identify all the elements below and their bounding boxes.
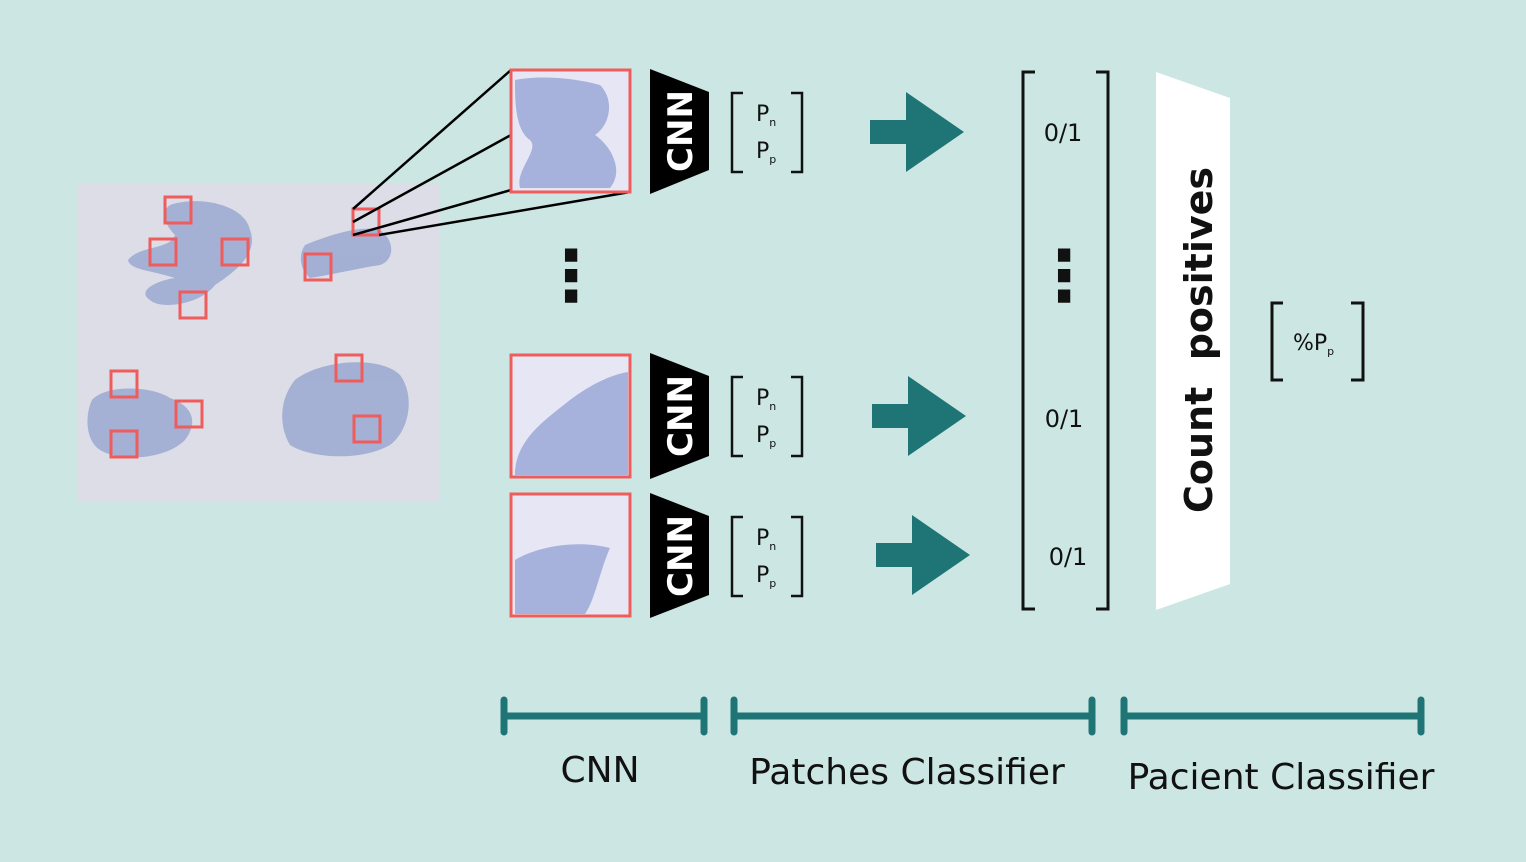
probability-vector-3 bbox=[730, 515, 804, 598]
result-label: %Pp bbox=[1293, 331, 1334, 358]
patch-image-3 bbox=[509, 492, 632, 618]
predictions-ellipsis: ⋮ bbox=[1029, 235, 1099, 317]
pp-label: Pp bbox=[756, 563, 776, 590]
probability-vector-1 bbox=[730, 91, 804, 174]
predictions-vector bbox=[1021, 70, 1110, 611]
zoom-lines bbox=[352, 69, 631, 237]
prediction-value: 0/1 bbox=[1049, 543, 1088, 571]
stage-label-patches: Patches Classifier bbox=[749, 752, 1065, 793]
pn-label: Pn bbox=[756, 102, 776, 129]
arrow-icon bbox=[870, 92, 964, 172]
pn-label: Pn bbox=[756, 386, 776, 413]
cnn-block-3: CNN bbox=[650, 493, 709, 618]
count-positives-block: Count positives bbox=[1156, 72, 1230, 610]
probability-vector-2 bbox=[730, 375, 804, 458]
pn-label: Pn bbox=[756, 526, 776, 553]
stage-bar-cnn bbox=[500, 696, 708, 736]
prediction-value: 0/1 bbox=[1045, 405, 1084, 433]
stage-label-cnn: CNN bbox=[561, 750, 640, 791]
count-positives-label: Count positives bbox=[1177, 167, 1221, 513]
arrow-icon bbox=[876, 515, 970, 595]
result-vector bbox=[1270, 301, 1365, 382]
stage-bar-patches bbox=[730, 696, 1096, 736]
patch-image-1 bbox=[509, 68, 632, 194]
arrow-icon bbox=[872, 376, 966, 456]
stage-label-pacient: Pacient Classifier bbox=[1128, 757, 1435, 798]
patches-ellipsis: ⋮ bbox=[536, 235, 606, 317]
prediction-value: 0/1 bbox=[1044, 119, 1083, 147]
pp-label: Pp bbox=[756, 139, 776, 166]
whole-slide-image bbox=[77, 184, 440, 501]
cnn-block-2: CNN bbox=[650, 353, 709, 479]
cnn-block-1: CNN bbox=[650, 69, 709, 194]
cnn-block-label: CNN bbox=[661, 515, 701, 597]
pp-label: Pp bbox=[756, 423, 776, 450]
cnn-block-label: CNN bbox=[661, 90, 701, 172]
cnn-block-label: CNN bbox=[661, 375, 701, 457]
patch-image-2 bbox=[509, 353, 632, 479]
stage-bar-pacient bbox=[1120, 696, 1425, 736]
